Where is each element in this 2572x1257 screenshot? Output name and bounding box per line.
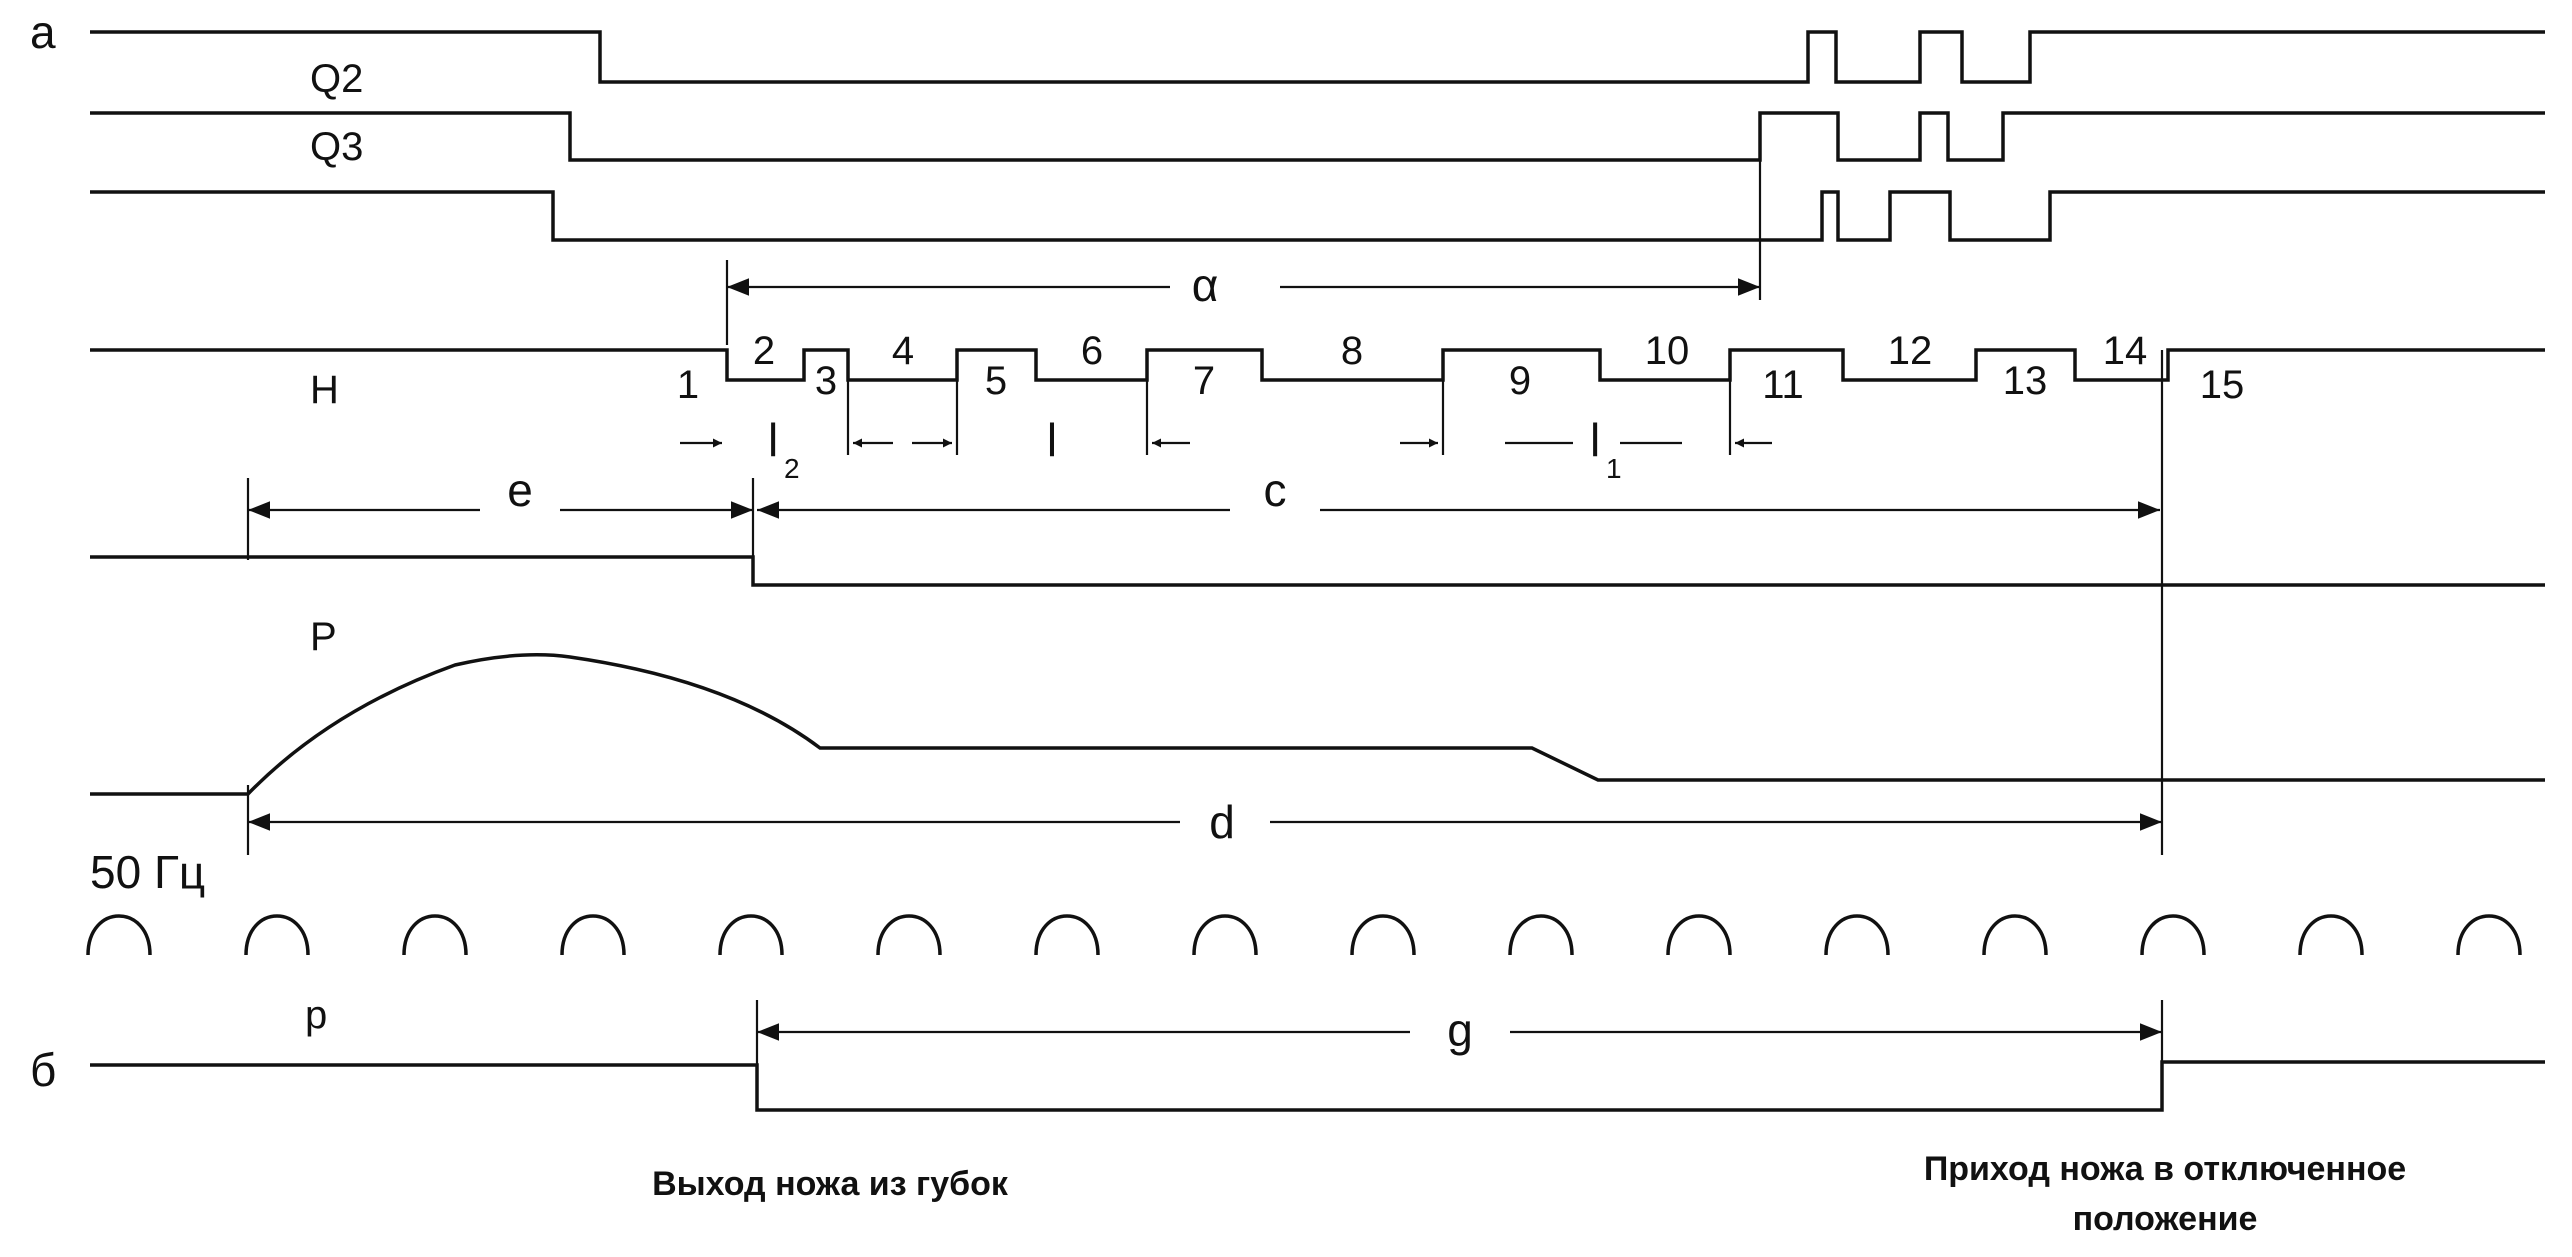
- segment-9: 9: [1509, 359, 1531, 403]
- g-label: g: [1447, 1004, 1473, 1056]
- frequency-hump: [1982, 914, 2048, 956]
- panel-label-a: а: [30, 6, 56, 58]
- segment-14: 14: [2103, 329, 2148, 373]
- l2-subscript: 2: [784, 453, 800, 484]
- frequency-hump: [402, 914, 468, 956]
- q3-label: Q3: [310, 125, 363, 169]
- segment-15: 15: [2200, 363, 2245, 407]
- p-lower-label: p: [305, 993, 327, 1037]
- segment-6: 6: [1081, 329, 1103, 373]
- frequency-hump: [1666, 914, 1732, 956]
- l-label: l: [1047, 414, 1057, 466]
- third-waveform: [90, 190, 2545, 242]
- panel-label-b: б: [30, 1044, 56, 1096]
- frequency-hump: [876, 914, 942, 956]
- frequency-hump: [244, 914, 310, 956]
- frequency-hump: [2140, 914, 2206, 956]
- segment-2: 2: [753, 329, 775, 373]
- d-label: d: [1209, 796, 1235, 848]
- segment-1: 1: [677, 363, 699, 407]
- segment-12: 12: [1888, 329, 1933, 373]
- frequency-hump: [86, 914, 152, 956]
- e-label: e: [507, 464, 533, 516]
- segment-5: 5: [985, 359, 1007, 403]
- l2-label: l: [768, 414, 778, 466]
- frequency-humps: [86, 914, 2522, 956]
- p-step-waveform: [90, 555, 2545, 587]
- frequency-hump: [1508, 914, 1574, 956]
- frequency-hump: [2298, 914, 2364, 956]
- segment-10: 10: [1645, 329, 1690, 373]
- segment-11: 11: [1762, 363, 1804, 407]
- l1-label: l: [1590, 414, 1600, 466]
- caption-knife-arrive-line2: положение: [2073, 1200, 2258, 1238]
- frequency-hump: [718, 914, 784, 956]
- segment-numbers: 1 2 3 4 5 6 7 8 9 10 11 12 13 14 15: [677, 329, 2244, 407]
- h-label: H: [310, 368, 339, 412]
- l1-subscript: 1: [1606, 453, 1622, 484]
- frequency-hump: [1192, 914, 1258, 956]
- segment-8: 8: [1341, 329, 1363, 373]
- frequency-hump: [1350, 914, 1416, 956]
- h-waveform: [90, 348, 2545, 382]
- q2-label: Q2: [310, 57, 363, 101]
- frequency-hump: [1034, 914, 1100, 956]
- caption-knife-arrive-line1: Приход ножа в отключенное: [1924, 1150, 2406, 1188]
- p-upper-label: P: [310, 615, 337, 659]
- segment-4: 4: [892, 329, 914, 373]
- p-lower-waveform: [90, 1060, 2545, 1112]
- segment-3: 3: [815, 359, 837, 403]
- p-curve: [90, 653, 2545, 796]
- alpha-label: α: [1192, 259, 1219, 311]
- frequency-hump: [1824, 914, 1890, 956]
- c-label: c: [1264, 464, 1287, 516]
- segment-7: 7: [1193, 359, 1215, 403]
- segment-13: 13: [2003, 359, 2048, 403]
- frequency-hump: [560, 914, 626, 956]
- q2-waveform: [90, 30, 2545, 84]
- caption-knife-out: Выход ножа из губок: [652, 1165, 1009, 1203]
- frequency-label: 50 Гц: [90, 846, 205, 898]
- q3-waveform: [90, 111, 2545, 162]
- frequency-hump: [2456, 914, 2522, 956]
